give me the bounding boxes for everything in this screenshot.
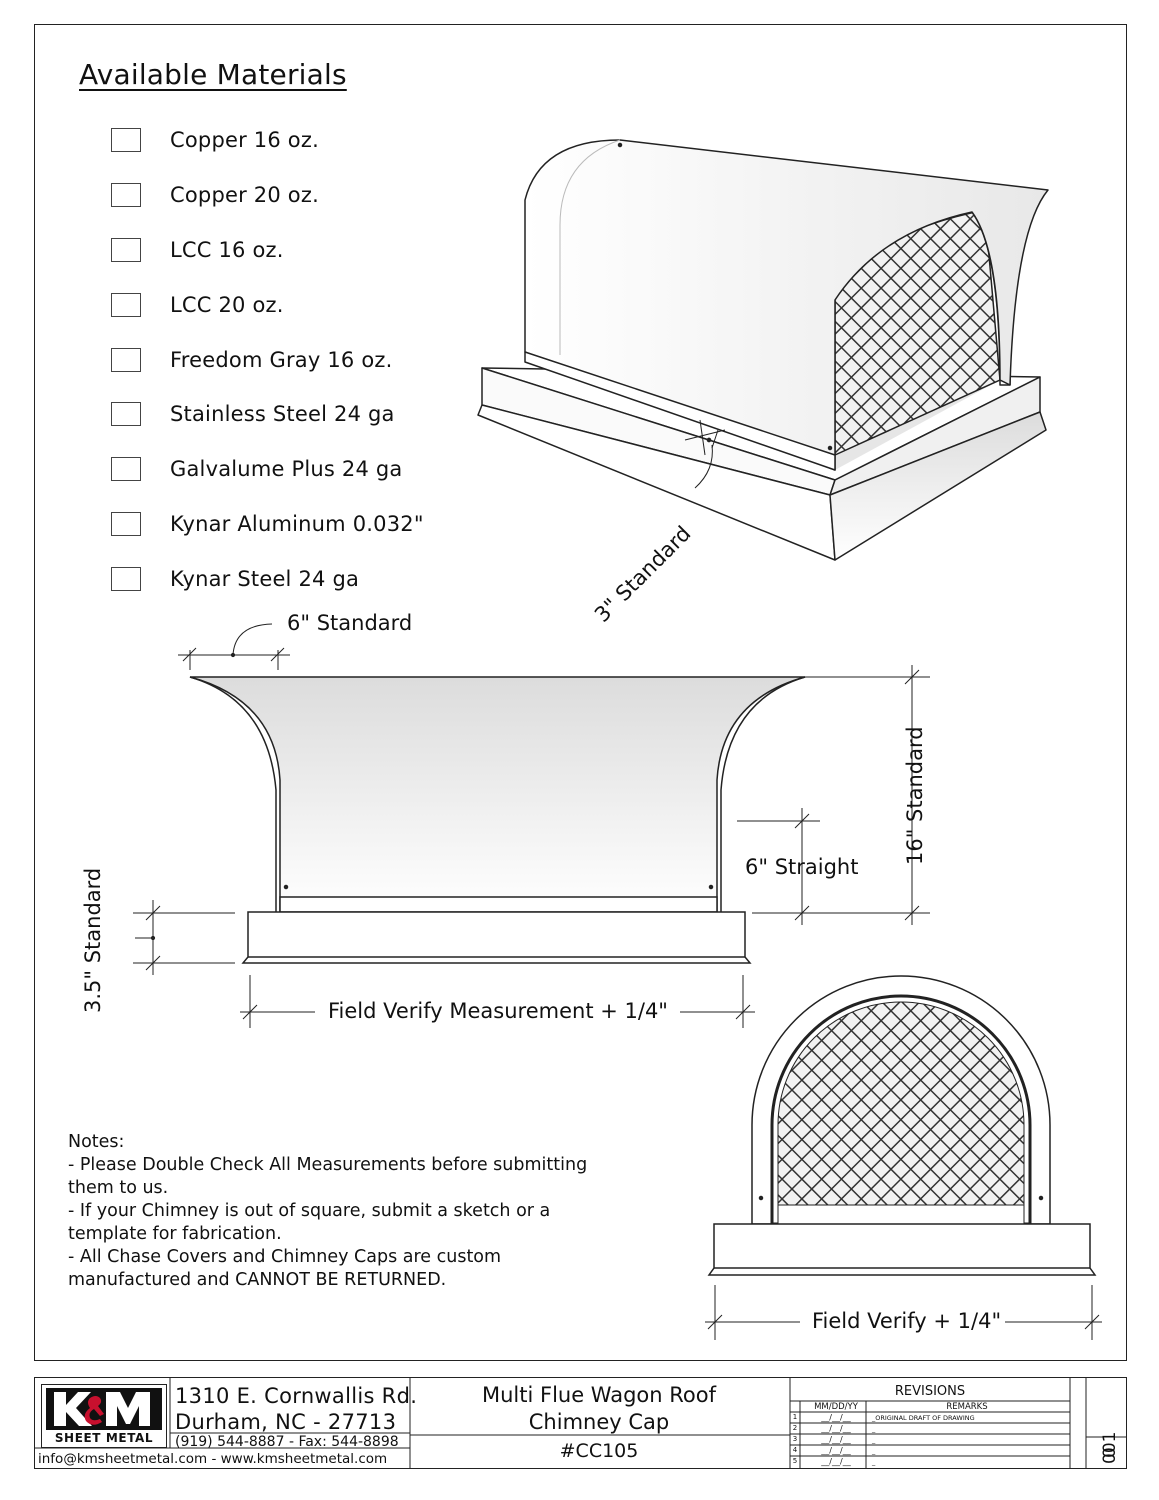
material-checkbox[interactable] — [111, 566, 141, 591]
side-elevation — [707, 975, 1097, 1276]
contact-web: info@kmsheetmetal.com - www.kmsheetmetal… — [38, 1451, 388, 1467]
revision-row-number: 1 — [792, 1413, 798, 1421]
part-number: #CC105 — [559, 1440, 639, 1462]
dim-label-field-verify-long: Field Verify Measurement + 1/4" — [328, 999, 668, 1023]
material-item: Copper 20 oz. — [111, 168, 424, 223]
drawing-title-line-2: Chimney Cap — [528, 1410, 670, 1434]
isometric-view — [477, 139, 1049, 561]
revision-row-number: 5 — [792, 1457, 798, 1465]
revision-row-date: __/__/__ — [821, 1446, 851, 1455]
revision-row-date: __/__/__ — [821, 1457, 851, 1466]
material-checkbox[interactable] — [111, 237, 141, 262]
material-checkbox[interactable] — [111, 347, 141, 372]
material-checkbox[interactable] — [111, 128, 141, 153]
km-monogram-icon — [54, 1392, 150, 1426]
material-label: LCC 20 oz. — [170, 292, 284, 317]
material-checkbox[interactable] — [111, 402, 141, 427]
revision-row-remark: _ORIGINAL DRAFT OF DRAWING — [872, 1414, 975, 1422]
material-item: Kynar Aluminum 0.032" — [111, 497, 424, 552]
revision-row-number: 2 — [792, 1424, 798, 1432]
address-line-1: 1310 E. Cornwallis Rd. — [175, 1384, 418, 1408]
revisions-col-remarks: REMARKS — [946, 1402, 988, 1412]
company-logo: SHEET METAL — [41, 1384, 167, 1448]
material-item: Freedom Gray 16 oz. — [111, 332, 424, 387]
material-label: Galvalume Plus 24 ga — [170, 457, 403, 482]
revision-row-date: __/__/__ — [821, 1435, 851, 1444]
technical-drawings — [133, 139, 1102, 1340]
material-item: Copper 16 oz. — [111, 113, 424, 168]
revision-row-remark: _ — [872, 1425, 876, 1433]
logo-mark — [46, 1388, 162, 1430]
material-checkbox[interactable] — [111, 511, 141, 536]
revisions-col-date: MM/DD/YY — [814, 1402, 858, 1412]
material-checkbox[interactable] — [111, 292, 141, 317]
material-label: Stainless Steel 24 ga — [170, 402, 395, 427]
drawing-title-line-1: Multi Flue Wagon Roof — [481, 1383, 716, 1407]
material-checkbox[interactable] — [111, 457, 141, 482]
title-block — [34, 1377, 1127, 1469]
drawing-frame — [34, 24, 1127, 1361]
material-item: LCC 20 oz. — [111, 277, 424, 332]
dim-label-16in: 16" Standard — [903, 726, 927, 865]
materials-list: Copper 16 oz. Copper 20 oz. LCC 16 oz. L… — [111, 113, 424, 606]
material-label: Copper 16 oz. — [170, 128, 319, 153]
elevation-dimensions — [133, 623, 930, 1028]
revision-row-number: 3 — [792, 1435, 798, 1443]
revisions-title: REVISIONS — [894, 1384, 966, 1399]
material-item: Kynar Steel 24 ga — [111, 551, 424, 606]
notes-title: Notes: — [68, 1132, 125, 1152]
side-dimensions — [705, 1285, 1102, 1340]
note-line: - Please Double Check All Measurements b… — [68, 1155, 588, 1198]
material-item: Galvalume Plus 24 ga — [111, 442, 424, 497]
revision-row-remark: _ — [872, 1458, 876, 1466]
material-label: Copper 20 oz. — [170, 183, 319, 208]
revision-row-date: __/__/__ — [821, 1424, 851, 1433]
revision-letter: 0 — [1100, 1447, 1120, 1458]
phone-fax: (919) 544-8887 - Fax: 544-8898 — [175, 1434, 399, 1450]
revision-row-remark: _ — [872, 1447, 876, 1455]
dim-label-field-verify-short: Field Verify + 1/4" — [812, 1309, 1002, 1333]
material-label: Kynar Aluminum 0.032" — [170, 511, 424, 536]
note-line: - All Chase Covers and Chimney Caps are … — [68, 1247, 502, 1290]
revision-row-remark: _ — [872, 1436, 876, 1444]
revision-row-number: 4 — [792, 1446, 798, 1454]
front-elevation — [189, 676, 806, 964]
materials-heading: Available Materials — [79, 58, 347, 91]
note-line: - If your Chimney is out of square, subm… — [68, 1201, 551, 1244]
material-item: LCC 16 oz. — [111, 223, 424, 278]
dim-label-6in-standard: 6" Standard — [287, 611, 413, 635]
dim-label-3-5in: 3.5" Standard — [81, 867, 105, 1013]
dim-label-6in-straight: 6" Straight — [745, 855, 859, 879]
notes-block: Notes: - Please Double Check All Measure… — [68, 1131, 628, 1292]
material-item: Stainless Steel 24 ga — [111, 387, 424, 442]
logo-text: SHEET METAL — [54, 1431, 154, 1445]
material-label: Kynar Steel 24 ga — [170, 566, 360, 591]
material-label: LCC 16 oz. — [170, 237, 284, 262]
material-checkbox[interactable] — [111, 183, 141, 208]
revision-row-date: __/__/__ — [821, 1413, 851, 1422]
material-label: Freedom Gray 16 oz. — [170, 347, 393, 372]
address-line-2: Durham, NC - 27713 — [175, 1410, 397, 1434]
